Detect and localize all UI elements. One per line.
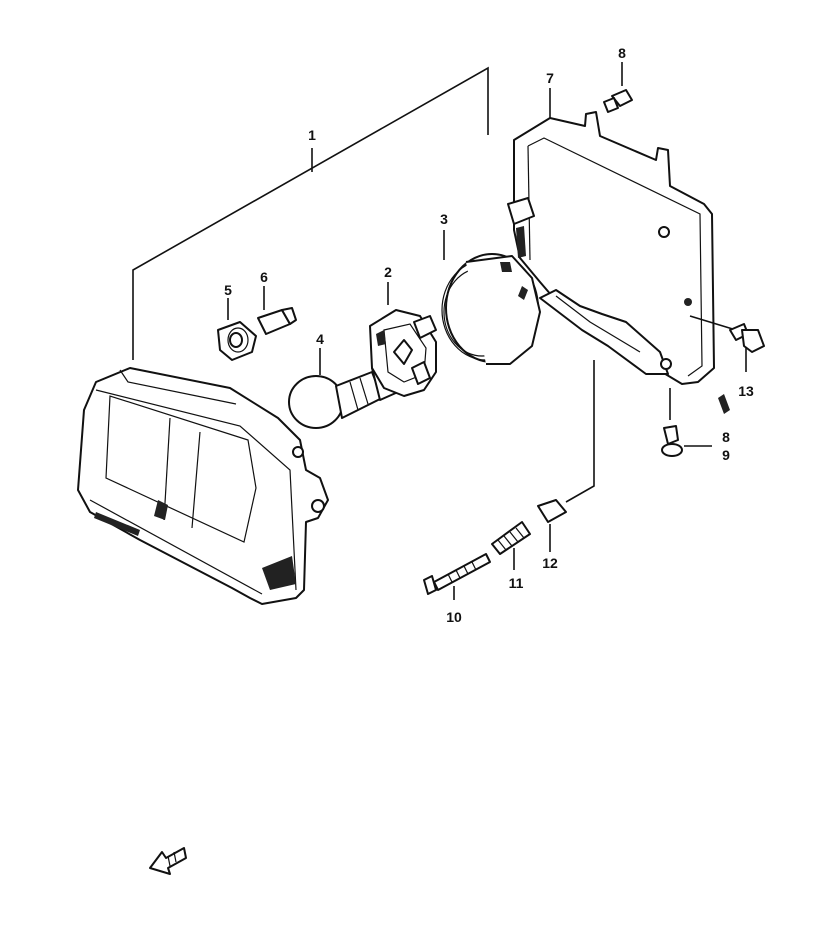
adjusting-spring bbox=[491, 521, 531, 570]
headlamp-bracket-case bbox=[507, 88, 715, 385]
bracket-screw-bottom bbox=[661, 388, 712, 457]
callout-11: 11 bbox=[509, 575, 524, 591]
headlamp-housing bbox=[77, 367, 329, 605]
headlamp-bulb bbox=[288, 348, 399, 429]
lamp-retaining-ring bbox=[441, 230, 541, 365]
bulb-socket bbox=[369, 282, 437, 397]
callout-13: 13 bbox=[738, 383, 754, 399]
callout-4: 4 bbox=[316, 331, 324, 347]
callout-8-bottom: 8 bbox=[722, 429, 730, 445]
callout-9: 9 bbox=[722, 447, 730, 463]
front-direction-arrow-icon bbox=[149, 847, 187, 875]
adjusting-screw bbox=[689, 315, 765, 414]
callout-1: 1 bbox=[308, 127, 316, 143]
callout-10: 10 bbox=[446, 609, 462, 625]
callout-8-top: 8 bbox=[618, 45, 626, 61]
adjusting-nut bbox=[537, 360, 595, 552]
part-1-group-leader bbox=[132, 66, 489, 360]
callout-3: 3 bbox=[440, 211, 448, 227]
callout-12: 12 bbox=[542, 555, 558, 571]
callout-2: 2 bbox=[384, 264, 392, 280]
bracket-screw-top bbox=[603, 62, 633, 113]
callout-7: 7 bbox=[546, 70, 554, 86]
adjusting-bolt bbox=[423, 553, 491, 600]
callout-6: 6 bbox=[260, 269, 268, 285]
callout-5: 5 bbox=[224, 282, 232, 298]
socket-rubber-grommet bbox=[217, 298, 257, 361]
position-lamp-bulb bbox=[257, 286, 297, 335]
